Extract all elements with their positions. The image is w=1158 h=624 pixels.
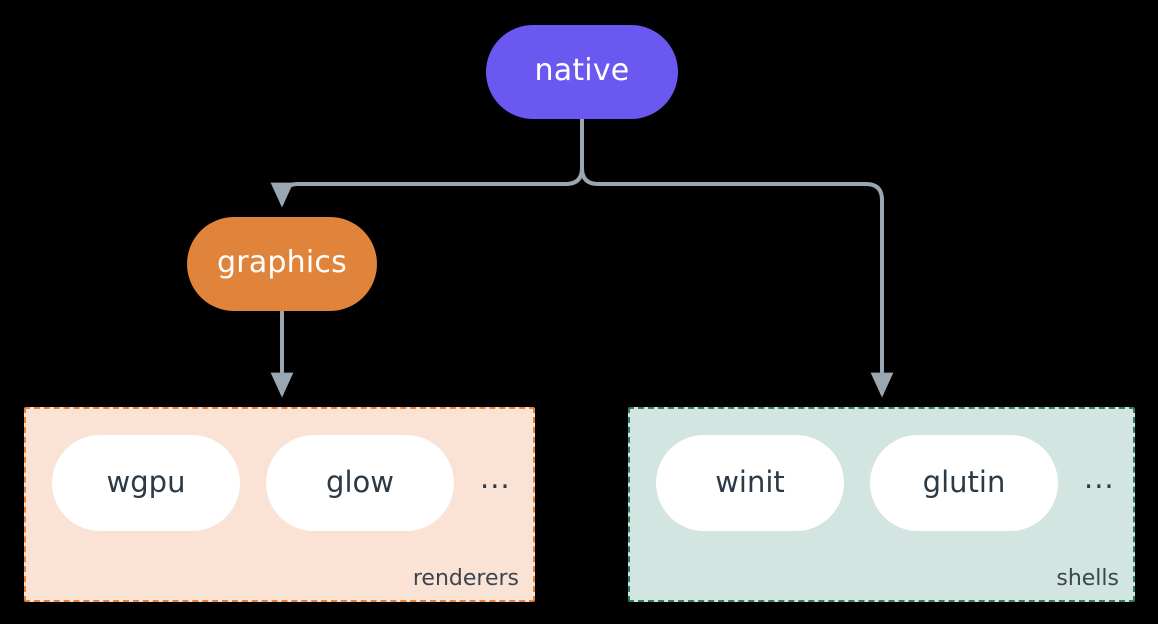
cluster-renderers: wgpu glow ... renderers [24,407,535,602]
node-native[interactable]: native [486,25,678,119]
pill-glow[interactable]: glow [266,435,454,531]
renderers-overflow-ellipsis: ... [480,460,511,495]
shells-overflow-ellipsis: ... [1084,460,1115,495]
edge-native-to-graphics [270,119,584,208]
cluster-renderers-items: wgpu glow ... [26,435,511,531]
node-native-label: native [534,53,630,88]
pill-wgpu[interactable]: wgpu [52,435,240,531]
cluster-shells: winit glutin ... shells [628,407,1135,602]
cluster-shells-items: winit glutin ... [630,435,1115,531]
cluster-shells-title: shells [1056,566,1119,591]
pill-winit-label: winit [715,464,785,499]
pill-glutin[interactable]: glutin [870,435,1058,531]
node-graphics[interactable]: graphics [187,217,377,311]
pill-winit[interactable]: winit [656,435,844,531]
edge-native-to-shells [580,119,894,398]
pill-glutin-label: glutin [922,464,1006,499]
cluster-renderers-title: renderers [412,566,519,591]
node-graphics-label: graphics [217,245,347,280]
pill-wgpu-label: wgpu [106,464,186,499]
pill-glow-label: glow [326,464,394,499]
